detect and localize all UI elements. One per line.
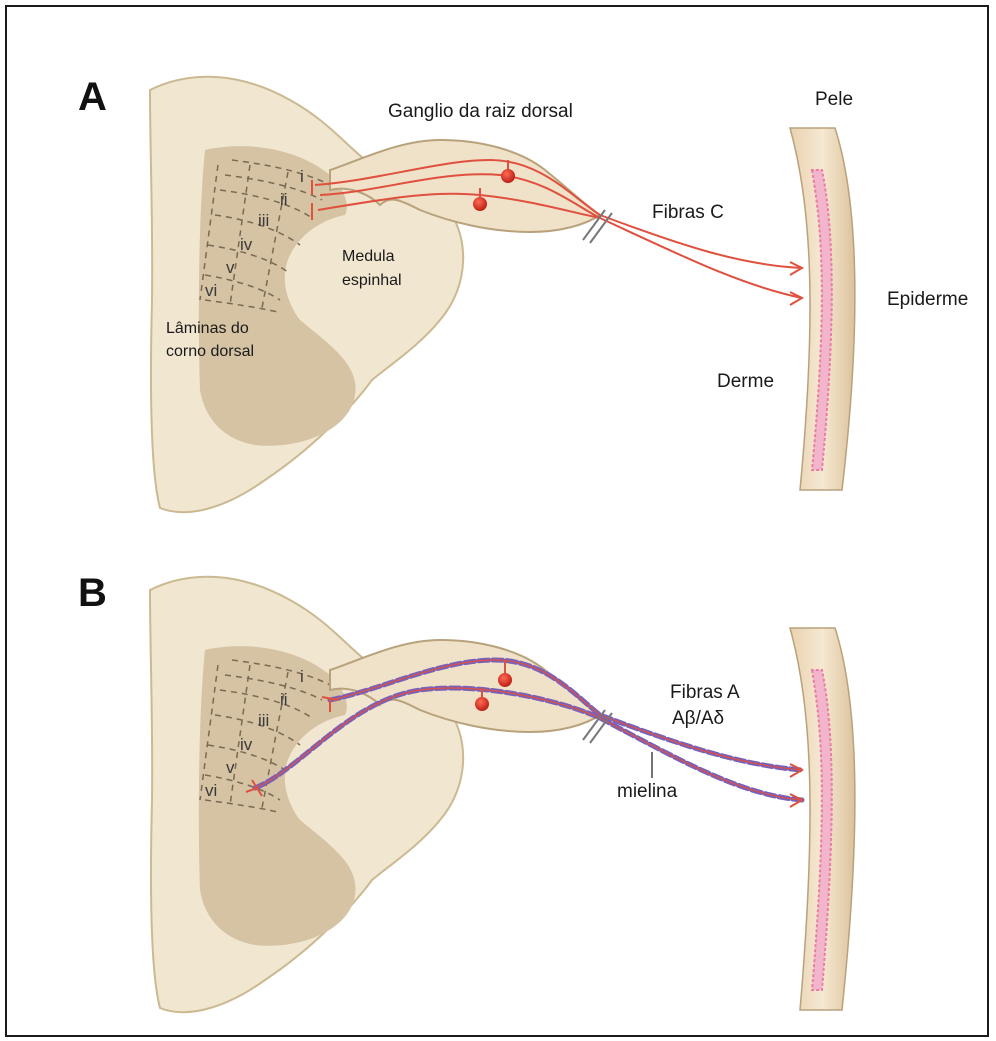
panel-b: B i ii iii iv v vi: [78, 571, 855, 1012]
skin-label-a: Pele: [815, 89, 853, 110]
ganglion-cell-b1: [498, 673, 512, 687]
panel-b-letter: B: [78, 571, 107, 615]
epidermis-label: Epiderme: [887, 289, 968, 310]
lamina-i-b: i: [300, 667, 304, 686]
laminae-label-line2: corno dorsal: [166, 343, 254, 360]
lamina-v-b: v: [226, 758, 235, 777]
a-fibers-label-line2: Aβ/Aδ: [672, 708, 724, 729]
lamina-iii-b: iii: [258, 711, 269, 730]
lamina-vi-a: vi: [205, 281, 217, 300]
ganglion-cell-a2: [473, 197, 487, 211]
lamina-iii-a: iii: [258, 211, 269, 230]
lamina-ii-b: ii: [280, 690, 288, 709]
a-fibers-label-line1: Fibras A: [670, 682, 740, 703]
cord-label-line2: espinhal: [342, 272, 402, 289]
lamina-v-a: v: [226, 258, 235, 277]
laminae-label-line1: Lâminas do: [166, 320, 249, 337]
ganglion-cell-b2: [475, 697, 489, 711]
dermis-label: Derme: [717, 371, 774, 392]
myelin-label: mielina: [617, 781, 678, 802]
panel-a-letter: A: [78, 75, 107, 119]
lamina-iv-a: iv: [240, 235, 253, 254]
lamina-ii-a: ii: [280, 190, 288, 209]
lamina-vi-b: vi: [205, 781, 217, 800]
lamina-i-a: i: [300, 167, 304, 186]
cord-label-line1: Medula: [342, 248, 395, 265]
ganglion-label-a: Ganglio da raiz dorsal: [388, 101, 573, 122]
panel-a: A i ii iii iv v vi: [78, 75, 968, 512]
ganglion-cell-a1: [501, 169, 515, 183]
c-fibers-label: Fibras C: [652, 202, 724, 223]
lamina-iv-b: iv: [240, 735, 253, 754]
